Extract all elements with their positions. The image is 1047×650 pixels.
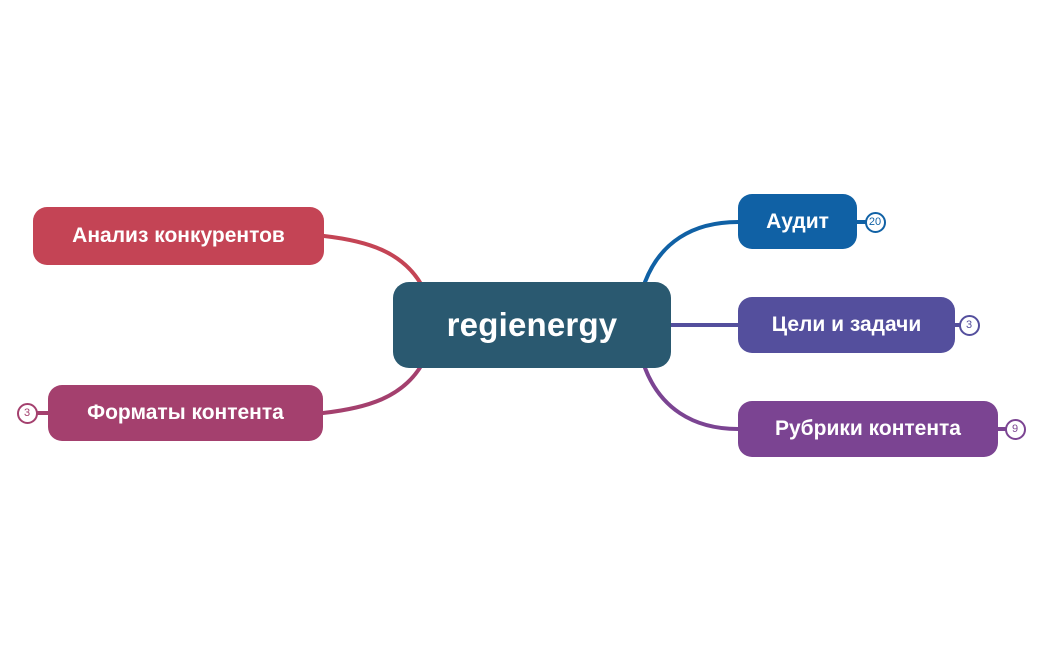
- branch-node-celi-i-zadachi[interactable]: Цели и задачи: [738, 297, 955, 353]
- branch-node-rubriki-kontenta[interactable]: Рубрики контента: [738, 401, 998, 457]
- branch-node-label: Рубрики контента: [774, 417, 961, 440]
- connector-formaty-kontenta: [321, 364, 423, 415]
- branch-node-label: Цели и задачи: [771, 313, 922, 336]
- badge-count-rubriki-kontenta[interactable]: 9: [1004, 418, 1026, 440]
- central-node-regienergy[interactable]: regienergy: [393, 282, 671, 368]
- badge-count-audit[interactable]: 20: [864, 211, 886, 233]
- badge-count-value: 3: [965, 318, 973, 331]
- badge-count-formaty-kontenta[interactable]: 3: [16, 402, 38, 424]
- branch-node-analiz-konkurentov[interactable]: Анализ конкурентов: [33, 207, 324, 265]
- branch-node-label: Форматы контента: [87, 401, 284, 424]
- connector-audit: [643, 220, 740, 284]
- connector-analiz-konkurentov: [322, 234, 423, 286]
- branch-node-audit[interactable]: Аудит: [738, 194, 857, 249]
- central-node-label: regienergy: [446, 306, 618, 343]
- badge-count-value: 3: [23, 406, 31, 419]
- badge-count-value: 20: [868, 215, 882, 228]
- badge-count-celi-i-zadachi[interactable]: 3: [958, 314, 980, 336]
- branch-node-label: Аудит: [766, 209, 829, 233]
- branch-node-formaty-kontenta[interactable]: Форматы контента: [48, 385, 323, 441]
- connector-rubriki-kontenta: [643, 366, 740, 431]
- badge-count-value: 9: [1011, 422, 1019, 435]
- branch-node-label: Анализ конкурентов: [72, 224, 285, 247]
